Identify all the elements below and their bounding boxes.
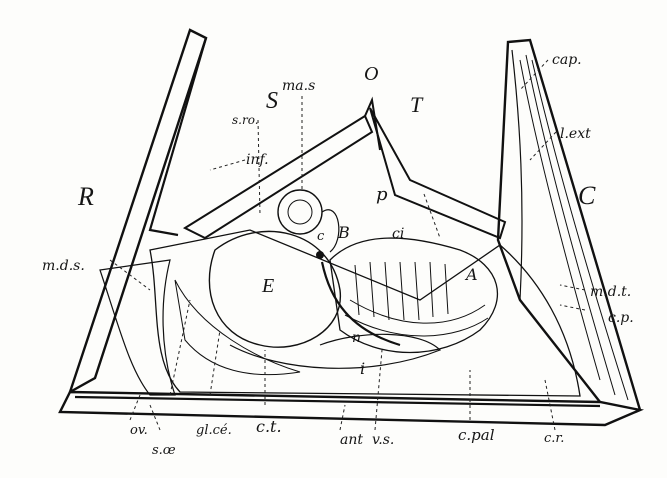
label-A: A: [464, 265, 478, 284]
label-S: S: [266, 88, 278, 114]
cirri: [316, 238, 497, 352]
label-n: n: [352, 330, 361, 346]
label-i: i: [360, 359, 365, 378]
label-cap: cap.: [552, 52, 582, 68]
label-ci: ci: [392, 226, 404, 242]
label-s-ro: s.ro.: [232, 113, 259, 127]
label-B: B: [337, 223, 350, 242]
label-E: E: [261, 275, 274, 297]
label-inf: inf.: [246, 152, 269, 168]
label-m-d-t: m.d.t.: [590, 284, 631, 300]
label-gl-ce: gl.cé.: [196, 423, 232, 438]
label-s-oe: s.œ: [152, 443, 176, 458]
label-C: C: [578, 181, 596, 210]
shell-outline: [60, 30, 640, 425]
label-m-d-s: m.d.s.: [42, 258, 85, 274]
label-ma-s: ma.s: [282, 78, 315, 94]
label-c: c: [317, 229, 325, 244]
label-T: T: [410, 92, 424, 117]
label-O: O: [364, 63, 378, 85]
label-ov: ov.: [130, 423, 148, 438]
label-l-ext: l.ext: [560, 126, 591, 142]
label-R: R: [77, 182, 94, 211]
mantle-region: [100, 230, 580, 396]
label-v-s: v.s.: [372, 432, 394, 448]
label-c-pal: c.pal: [458, 426, 495, 444]
label-c-p: c.p.: [608, 310, 634, 326]
label-ant: ant: [340, 432, 363, 448]
label-p: p: [376, 184, 388, 205]
label-c-r: c.r.: [544, 431, 564, 446]
label-c-t: c.t.: [256, 417, 282, 436]
